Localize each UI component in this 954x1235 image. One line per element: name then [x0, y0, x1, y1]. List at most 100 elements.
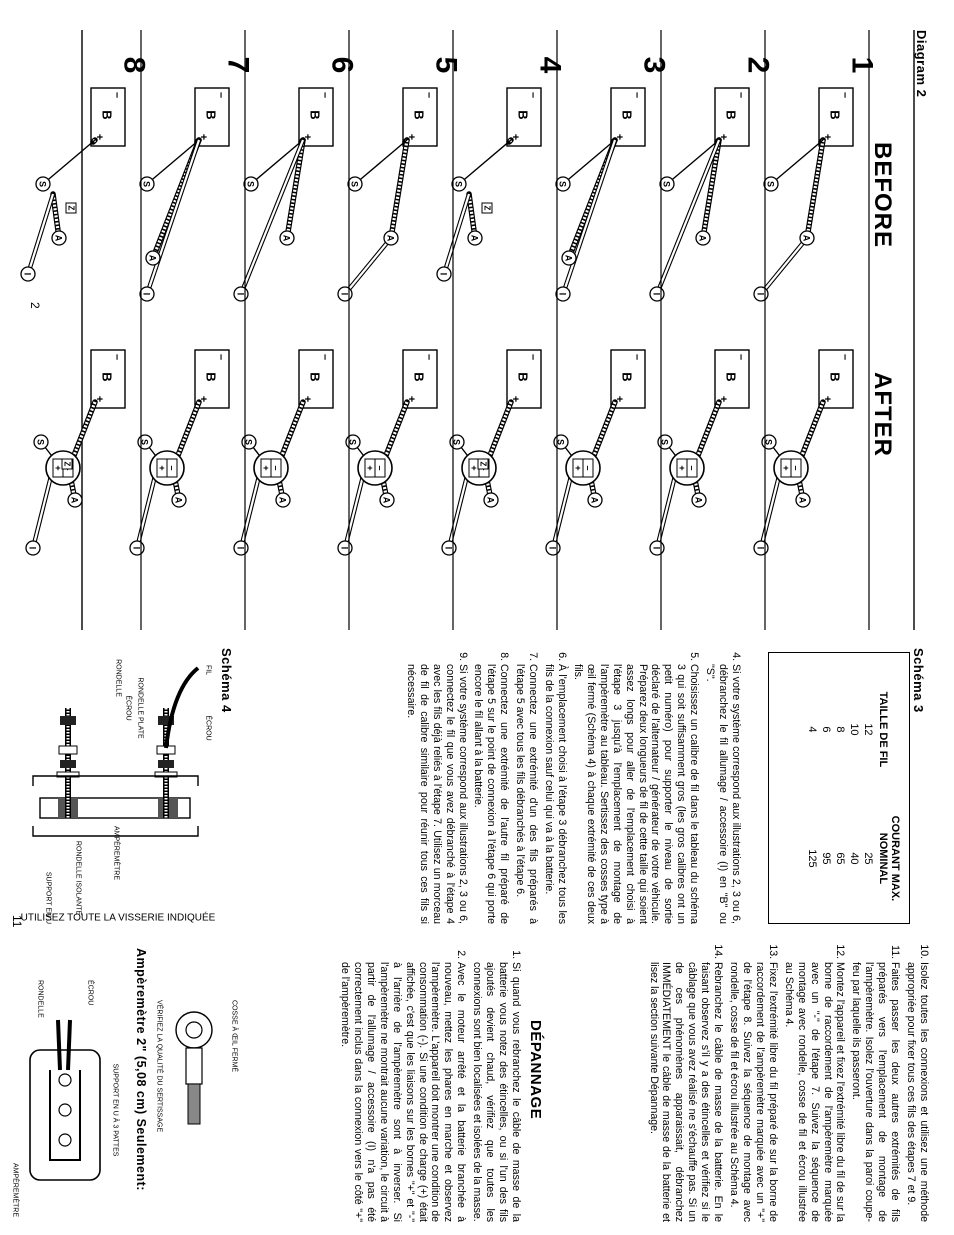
ammeter-plus: + — [261, 465, 271, 470]
stud-nut — [58, 1103, 72, 1117]
battery-plus: + — [93, 396, 105, 402]
battery-label: B — [724, 110, 739, 119]
ignition-node — [25, 540, 41, 556]
alternator-node-label: A — [282, 235, 292, 242]
alternator-node — [467, 230, 483, 246]
after-battery-wire-hatch — [591, 401, 617, 459]
alt-wire — [388, 137, 410, 241]
alternator-node-label: A — [382, 497, 392, 504]
step-number: 2 — [742, 57, 775, 74]
battery-label: B — [204, 372, 219, 381]
starter-node — [763, 176, 779, 192]
label-fil: FIL — [205, 665, 212, 675]
step-number: 7 — [222, 57, 255, 74]
instruction-item: Connectez une extrémité d'un des fils pr… — [513, 664, 539, 924]
after-battery-wire-hatch — [487, 401, 513, 459]
after-ignition-wire-inner — [447, 475, 469, 549]
ignition-node-label: I — [142, 293, 152, 295]
splice-label: Z — [483, 206, 492, 211]
instructions-list-2: Isolez toutes les connexions et utilisez… — [647, 946, 930, 1222]
table-cell: 95 — [820, 852, 832, 865]
battery-label: B — [100, 372, 115, 381]
alternator-node-label: A — [564, 255, 574, 262]
starter-node-label: S — [142, 181, 152, 187]
alternator-node — [799, 230, 815, 246]
ammeter-mount-diagram: SUPPORT EN U À 3 PATTESAMPÈREMÈTREÉCROUR… — [12, 980, 121, 1217]
label-verifiez: VÉRIFIEZ LA QUALITÉ DU SERTISSAGE — [156, 1000, 165, 1132]
after-battery-wire-hatch — [383, 401, 409, 459]
table-cell: 4 — [806, 726, 818, 733]
after-ignition-wire-inner — [551, 475, 573, 549]
ignition-wire-inner — [239, 139, 305, 295]
splice-label: Z — [63, 462, 72, 467]
battery-minus: – — [839, 354, 851, 360]
table-header-size: TAILLE DE FIL — [877, 691, 889, 768]
battery-icon — [402, 87, 438, 147]
ignition-node — [20, 266, 36, 282]
ignition-node-label: I — [132, 547, 142, 549]
alternator-node-label: A — [174, 497, 184, 504]
battery-plus: + — [405, 396, 417, 402]
troubleshooting-section: Si quand vous rebranchez le câble de mas… — [335, 946, 522, 1222]
ignition-node-label: I — [548, 547, 558, 549]
ammeter-plus: + — [677, 465, 687, 470]
ammeter-minus: – — [791, 465, 801, 470]
starter-node — [555, 176, 571, 192]
troubleshooting-title: DÉPANNAGE — [527, 1020, 544, 1120]
ring-hole — [185, 1021, 203, 1039]
battery-plus: + — [717, 134, 729, 140]
step-number: 3 — [638, 57, 671, 74]
starter-node-label: S — [662, 181, 672, 187]
battery-label: B — [620, 110, 635, 119]
lug — [58, 745, 78, 755]
starter-wire — [354, 139, 408, 185]
after-battery-wire-hatch — [71, 401, 97, 459]
starter-node — [659, 176, 675, 192]
battery-icon — [90, 87, 126, 147]
step-number: 8 — [118, 57, 151, 74]
ignition-node — [555, 286, 571, 302]
starter-node — [139, 176, 155, 192]
battery-minus: – — [111, 354, 123, 360]
battery-label: B — [516, 372, 531, 381]
starter-node — [347, 176, 363, 192]
battery-label: B — [412, 372, 427, 381]
alternator-node — [691, 492, 707, 508]
battery-plus: + — [93, 134, 105, 140]
ignition-node-label: I — [439, 273, 449, 275]
alternator-node — [171, 492, 187, 508]
battery-minus: – — [423, 354, 435, 360]
ignition-node — [436, 266, 452, 282]
ignition-node-label: I — [652, 293, 662, 295]
alternator-node-label: A — [802, 235, 812, 242]
starter-node-label: S — [660, 439, 670, 445]
battery-plus: + — [197, 396, 209, 402]
left-page-number: 2 — [28, 302, 42, 309]
battery-label: B — [516, 110, 531, 119]
battery-icon — [298, 349, 334, 409]
alternator-node — [67, 492, 83, 508]
alternator-node — [379, 492, 395, 508]
instruction-item: Montez l'appareil et fixez l'extrémité l… — [782, 962, 847, 1222]
label-amperemetre: AMPÈREMÈTRE — [113, 826, 122, 880]
battery-plus: + — [405, 134, 417, 140]
ammeter-plus: + — [157, 465, 167, 470]
instructions-list-1: Si votre système correspond aux illustra… — [404, 648, 742, 924]
stud-nut — [58, 1073, 72, 1087]
ignition-node-label: I — [558, 293, 568, 295]
battery-label: B — [620, 372, 635, 381]
alternator-node — [275, 492, 291, 508]
splice-box — [481, 202, 493, 214]
alt-wire — [284, 137, 306, 241]
battery-minus: – — [215, 92, 227, 98]
support-bracket — [49, 1070, 81, 1161]
label-rondelle-plate: RONDELLE PLATE — [137, 677, 144, 739]
after-battery-wire-hatch — [279, 401, 305, 459]
battery-plus: + — [509, 396, 521, 402]
